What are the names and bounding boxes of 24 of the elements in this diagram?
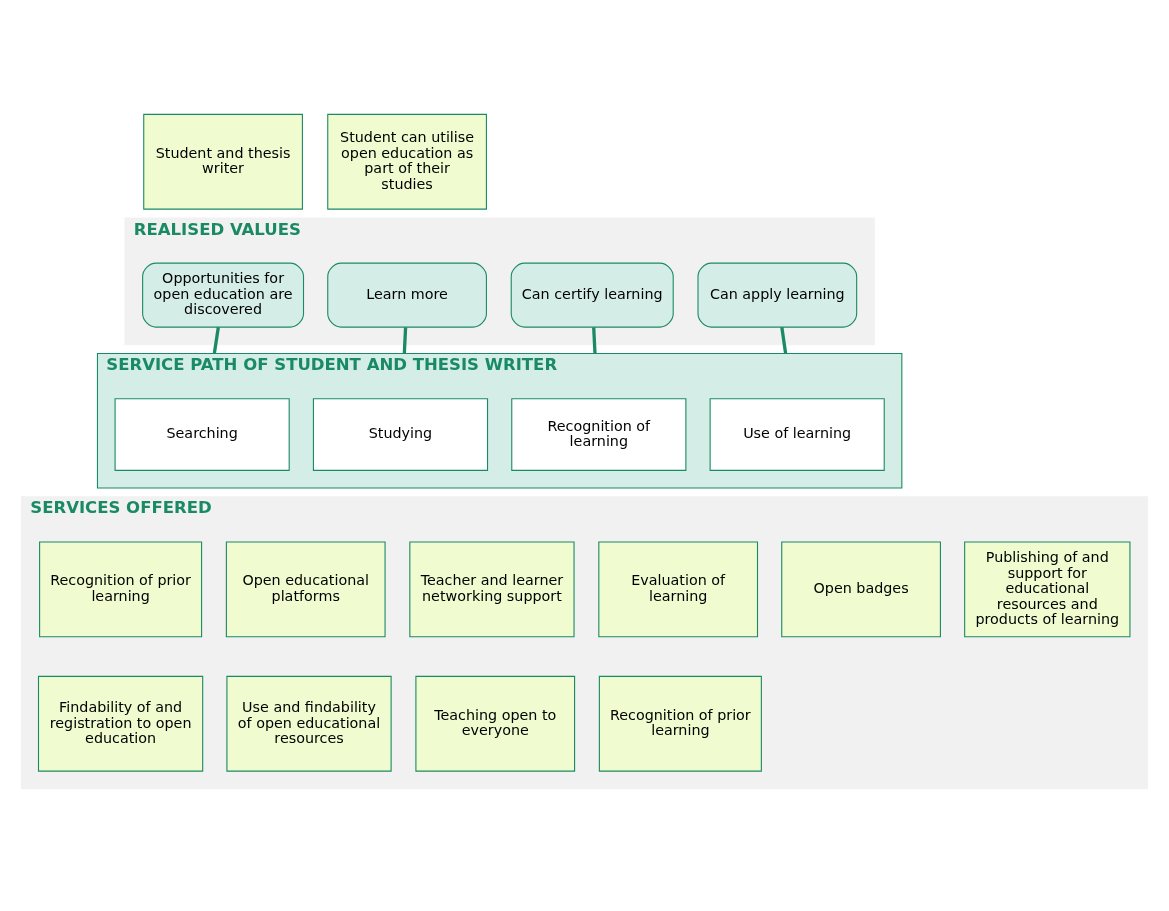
node-box: Student can utilise open education as part of their studies	[327, 113, 487, 210]
node-box: Evaluation of learning	[598, 540, 759, 637]
connector	[780, 326, 788, 354]
node-box: Opportunities for open education are discovered	[142, 262, 305, 328]
node-box: Findability of and registration to open education	[37, 675, 204, 772]
node-box: Student and thesis writer	[143, 113, 303, 210]
node-box: Teacher and learner networking support	[409, 540, 575, 637]
node-box: Teaching open to everyone	[415, 675, 576, 772]
node-box: Recognition of learning	[511, 397, 687, 471]
node-box: Use and findability of open educational resources	[226, 675, 392, 772]
connector	[212, 326, 220, 354]
node-box: Publishing of and support for educational resources and products of learning	[964, 540, 1131, 637]
node-box: Searching	[114, 397, 290, 471]
node-box: Can certify learning	[510, 262, 674, 328]
node-box: Open badges	[781, 540, 941, 637]
node-box: Learn more	[327, 262, 487, 328]
node-box: Open educational platforms	[225, 540, 386, 637]
node-box: Use of learning	[709, 397, 885, 471]
node-box: Can apply learning	[697, 262, 858, 328]
connector	[592, 326, 597, 354]
connector	[402, 326, 408, 354]
node-box: Recognition of prior learning	[598, 675, 762, 772]
node-box: Studying	[312, 397, 489, 471]
node-box: Recognition of prior learning	[39, 540, 203, 637]
